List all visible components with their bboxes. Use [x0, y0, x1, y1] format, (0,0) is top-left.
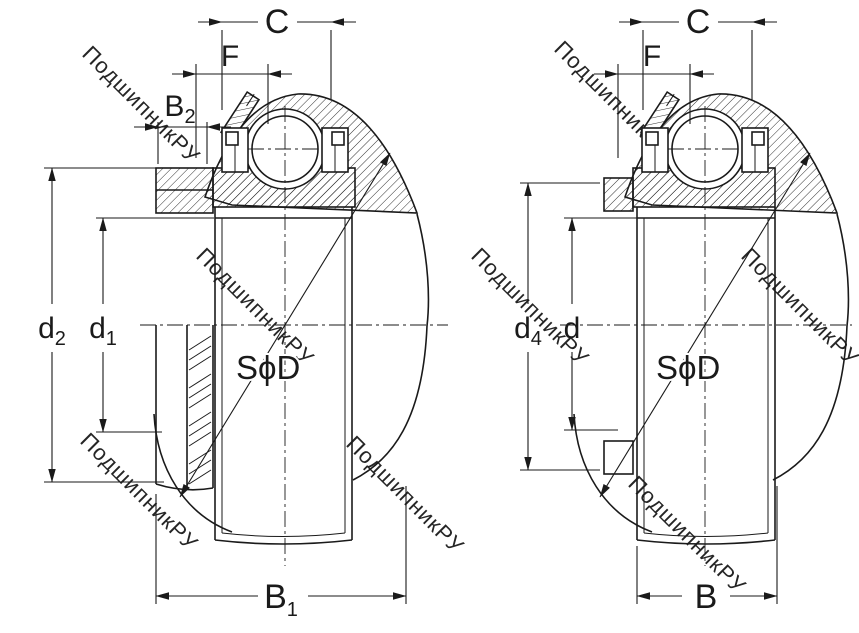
dim-label-d1: d1 — [89, 312, 117, 350]
dim-label-b1: B1 — [264, 578, 298, 621]
dim-f-left: F — [172, 40, 292, 158]
dim-label-f-left: F — [221, 40, 239, 73]
watermark-text: ПодшипникРУ — [77, 41, 205, 169]
dim-label-b2: B2 — [164, 90, 195, 128]
dim-label-f-right: F — [643, 40, 661, 73]
dim-sphere-right: SϕD — [599, 152, 811, 498]
left-view: C F B2 d2 — [38, 3, 448, 621]
dim-label-d2: d2 — [38, 312, 66, 350]
seal-right — [741, 127, 769, 173]
dim-f-right: F — [594, 40, 714, 158]
dim-b: B — [636, 486, 778, 616]
locking-collar-section — [155, 167, 214, 214]
sphere-diameter-label-right: SϕD — [656, 349, 720, 386]
seal-left — [641, 127, 669, 173]
dim-b1: B1 — [155, 486, 407, 621]
sphere-arc-left — [573, 413, 653, 533]
watermark-text: ПодшипникРУ — [75, 428, 203, 556]
dim-c-left: C — [198, 3, 356, 110]
dim-label-b: B — [695, 578, 718, 616]
flinger-section — [603, 177, 634, 212]
dim-d2: d2 — [38, 167, 164, 483]
right-view: C F d4 d SϕD — [514, 3, 852, 616]
seal-left — [221, 127, 249, 173]
watermark-text: ПодшипникРУ — [466, 243, 594, 371]
seal-right — [321, 127, 349, 173]
dim-c-right: C — [619, 3, 777, 110]
dim-sphere-left: SϕD — [179, 152, 391, 498]
dim-d: d — [564, 217, 640, 431]
flinger-lower — [603, 440, 634, 475]
dim-b2-left: B2 — [134, 90, 231, 164]
watermark-text: ПодшипникРУ — [341, 431, 469, 559]
dim-label-d: d — [564, 312, 581, 345]
dim-label-d4: d4 — [514, 312, 542, 350]
sphere-diameter-label-left: SϕD — [236, 349, 300, 386]
dim-label-c-right: C — [686, 3, 711, 41]
watermark-text: ПодшипникРУ — [623, 471, 751, 599]
watermark-text: ПодшипникРУ — [736, 243, 859, 371]
dim-label-c-left: C — [265, 3, 290, 41]
dim-d4: d4 — [514, 182, 600, 471]
